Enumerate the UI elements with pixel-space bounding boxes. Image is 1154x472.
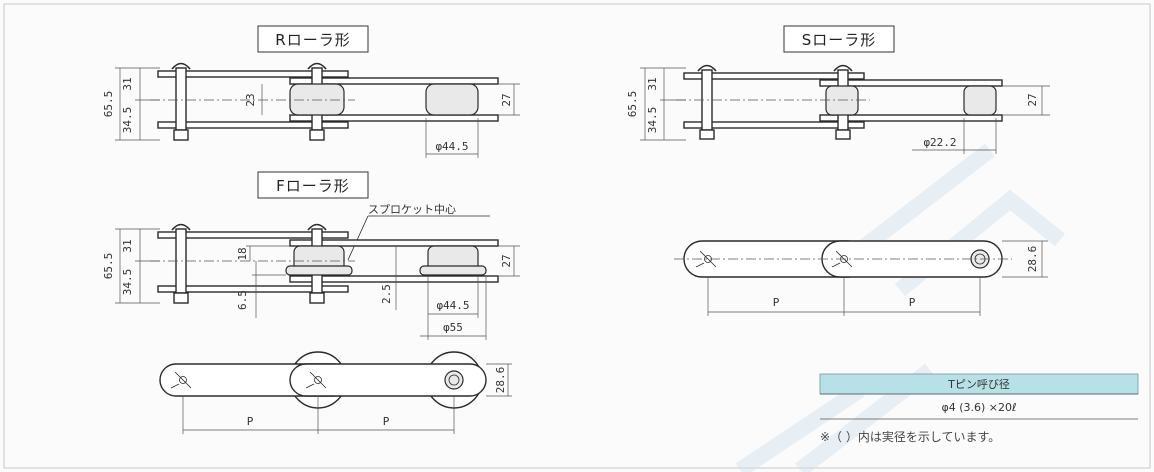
watermark	[735, 143, 1065, 472]
r-outer-plate-bottom	[157, 121, 349, 129]
f-dim-flange-gap: 2.5	[380, 284, 393, 304]
s-roller-title: Sローラ形	[802, 31, 877, 49]
sheet-frame	[3, 3, 1151, 469]
f-plan-pitch-2: P	[383, 415, 390, 428]
f-sprocket-center-label: スプロケット中心	[368, 203, 456, 216]
r-dim-upper: 31	[121, 77, 134, 90]
f-dim-link: 27	[500, 254, 513, 267]
f-dim-offset: 18	[236, 247, 249, 260]
t-pin-spec-table: Tピン呼び径 φ4 (3.6) ×20ℓ ※（ ）内は実径を示しています。	[819, 373, 1139, 444]
f-dim-upper: 31	[121, 239, 134, 252]
spec-table-header: Tピン呼び径	[947, 378, 1010, 391]
f-roller-title-box	[257, 171, 369, 199]
f-plan-pitch-1: P	[247, 415, 254, 428]
s-dim-roller-dia: φ22.2	[923, 136, 956, 149]
f-dim-total: 65.5	[102, 253, 115, 280]
s-plan-view: P P 28.6	[674, 240, 1048, 316]
r-roller-title-box	[257, 25, 369, 53]
f-plan-view: P P 28.6	[159, 351, 512, 434]
s-dim-link: 27	[1026, 93, 1039, 106]
s-roller-view: Sローラ形 65.5 31 34.5 27 φ22.2	[626, 25, 1050, 154]
s-roller-title-box	[783, 25, 895, 53]
r-dim-link: 27	[500, 93, 513, 106]
s-dim-upper: 31	[646, 77, 659, 90]
f-dim-flange-dia: φ55	[443, 321, 463, 334]
r-inner-plate-bottom	[289, 114, 499, 122]
f-roller-title: Fローラ形	[276, 177, 350, 195]
r-dim-lower: 34.5	[121, 107, 134, 134]
f-dim-drop: 6.5	[236, 290, 249, 310]
r-dim-total: 65.5	[102, 91, 115, 118]
s-plan-height: 28.6	[1026, 246, 1039, 273]
r-roller-view: Rローラ形 65.5 31 34.5 23 27	[102, 25, 520, 158]
s-dim-lower: 34.5	[646, 107, 659, 134]
f-plan-height: 28.6	[494, 367, 507, 394]
f-dim-roller-dia: φ44.5	[436, 299, 469, 312]
r-dim-inner: 23	[244, 93, 257, 106]
r-dim-roller-dia: φ44.5	[435, 140, 468, 153]
s-plan-pitch-1: P	[773, 296, 780, 309]
r-inner-plate-top	[289, 77, 499, 85]
s-plan-pitch-2: P	[909, 296, 916, 309]
spec-table-note: ※（ ）内は実径を示しています。	[820, 429, 1000, 444]
r-outer-plate-top	[157, 70, 349, 78]
spec-table-value: φ4 (3.6) ×20ℓ	[941, 401, 1016, 414]
r-roller-title: Rローラ形	[275, 31, 350, 49]
f-dim-lower: 34.5	[121, 269, 134, 296]
f-roller-view: Fローラ形 スプロケット中心 65.5 31 34.5 18	[102, 171, 520, 340]
s-dim-total: 65.5	[626, 91, 639, 118]
